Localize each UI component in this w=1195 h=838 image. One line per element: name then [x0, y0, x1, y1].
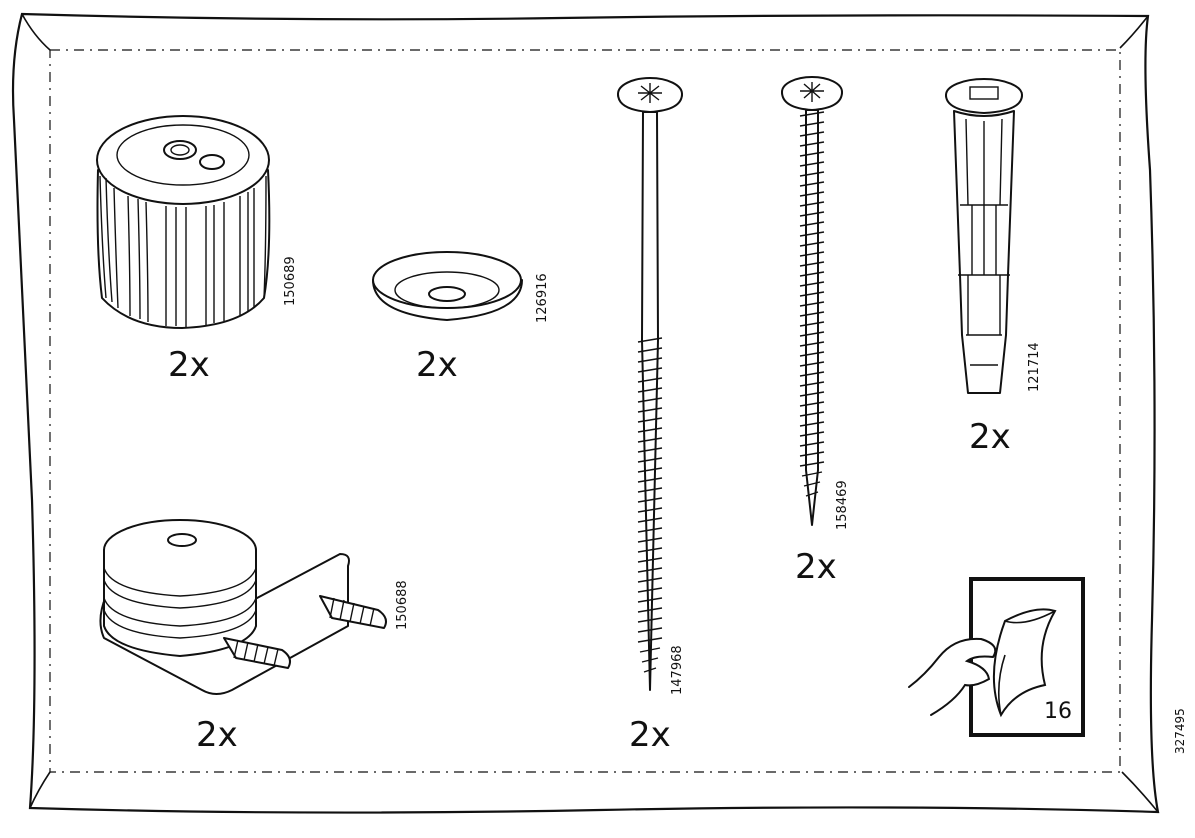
washer-article-number: 126916 — [535, 273, 550, 323]
cap-article-number: 150689 — [283, 256, 298, 306]
long-screw-article-number: 147968 — [670, 645, 685, 695]
wall-plug-quantity: 2x — [969, 417, 1011, 457]
cap-fitting-illustration — [96, 115, 271, 329]
wall-plug-illustration — [945, 78, 1023, 394]
sheet-code: 327495 — [1173, 708, 1187, 754]
washer-illustration — [372, 251, 523, 321]
adjustable-foot-illustration — [99, 519, 387, 695]
cap-quantity: 2x — [168, 345, 210, 385]
adjustable-foot-quantity: 2x — [196, 715, 238, 755]
short-screw-quantity: 2x — [795, 547, 837, 587]
long-screw-quantity: 2x — [629, 715, 671, 755]
adjustable-foot-article-number: 150688 — [395, 580, 410, 630]
reference-page-number: 16 — [1044, 699, 1072, 724]
long-screw-illustration — [617, 77, 683, 691]
short-screw-illustration — [781, 76, 843, 526]
page-turn-hand-icon — [908, 577, 1085, 737]
short-screw-article-number: 158469 — [835, 480, 850, 530]
wall-plug-article-number: 121714 — [1027, 342, 1042, 392]
washer-quantity: 2x — [416, 345, 458, 385]
